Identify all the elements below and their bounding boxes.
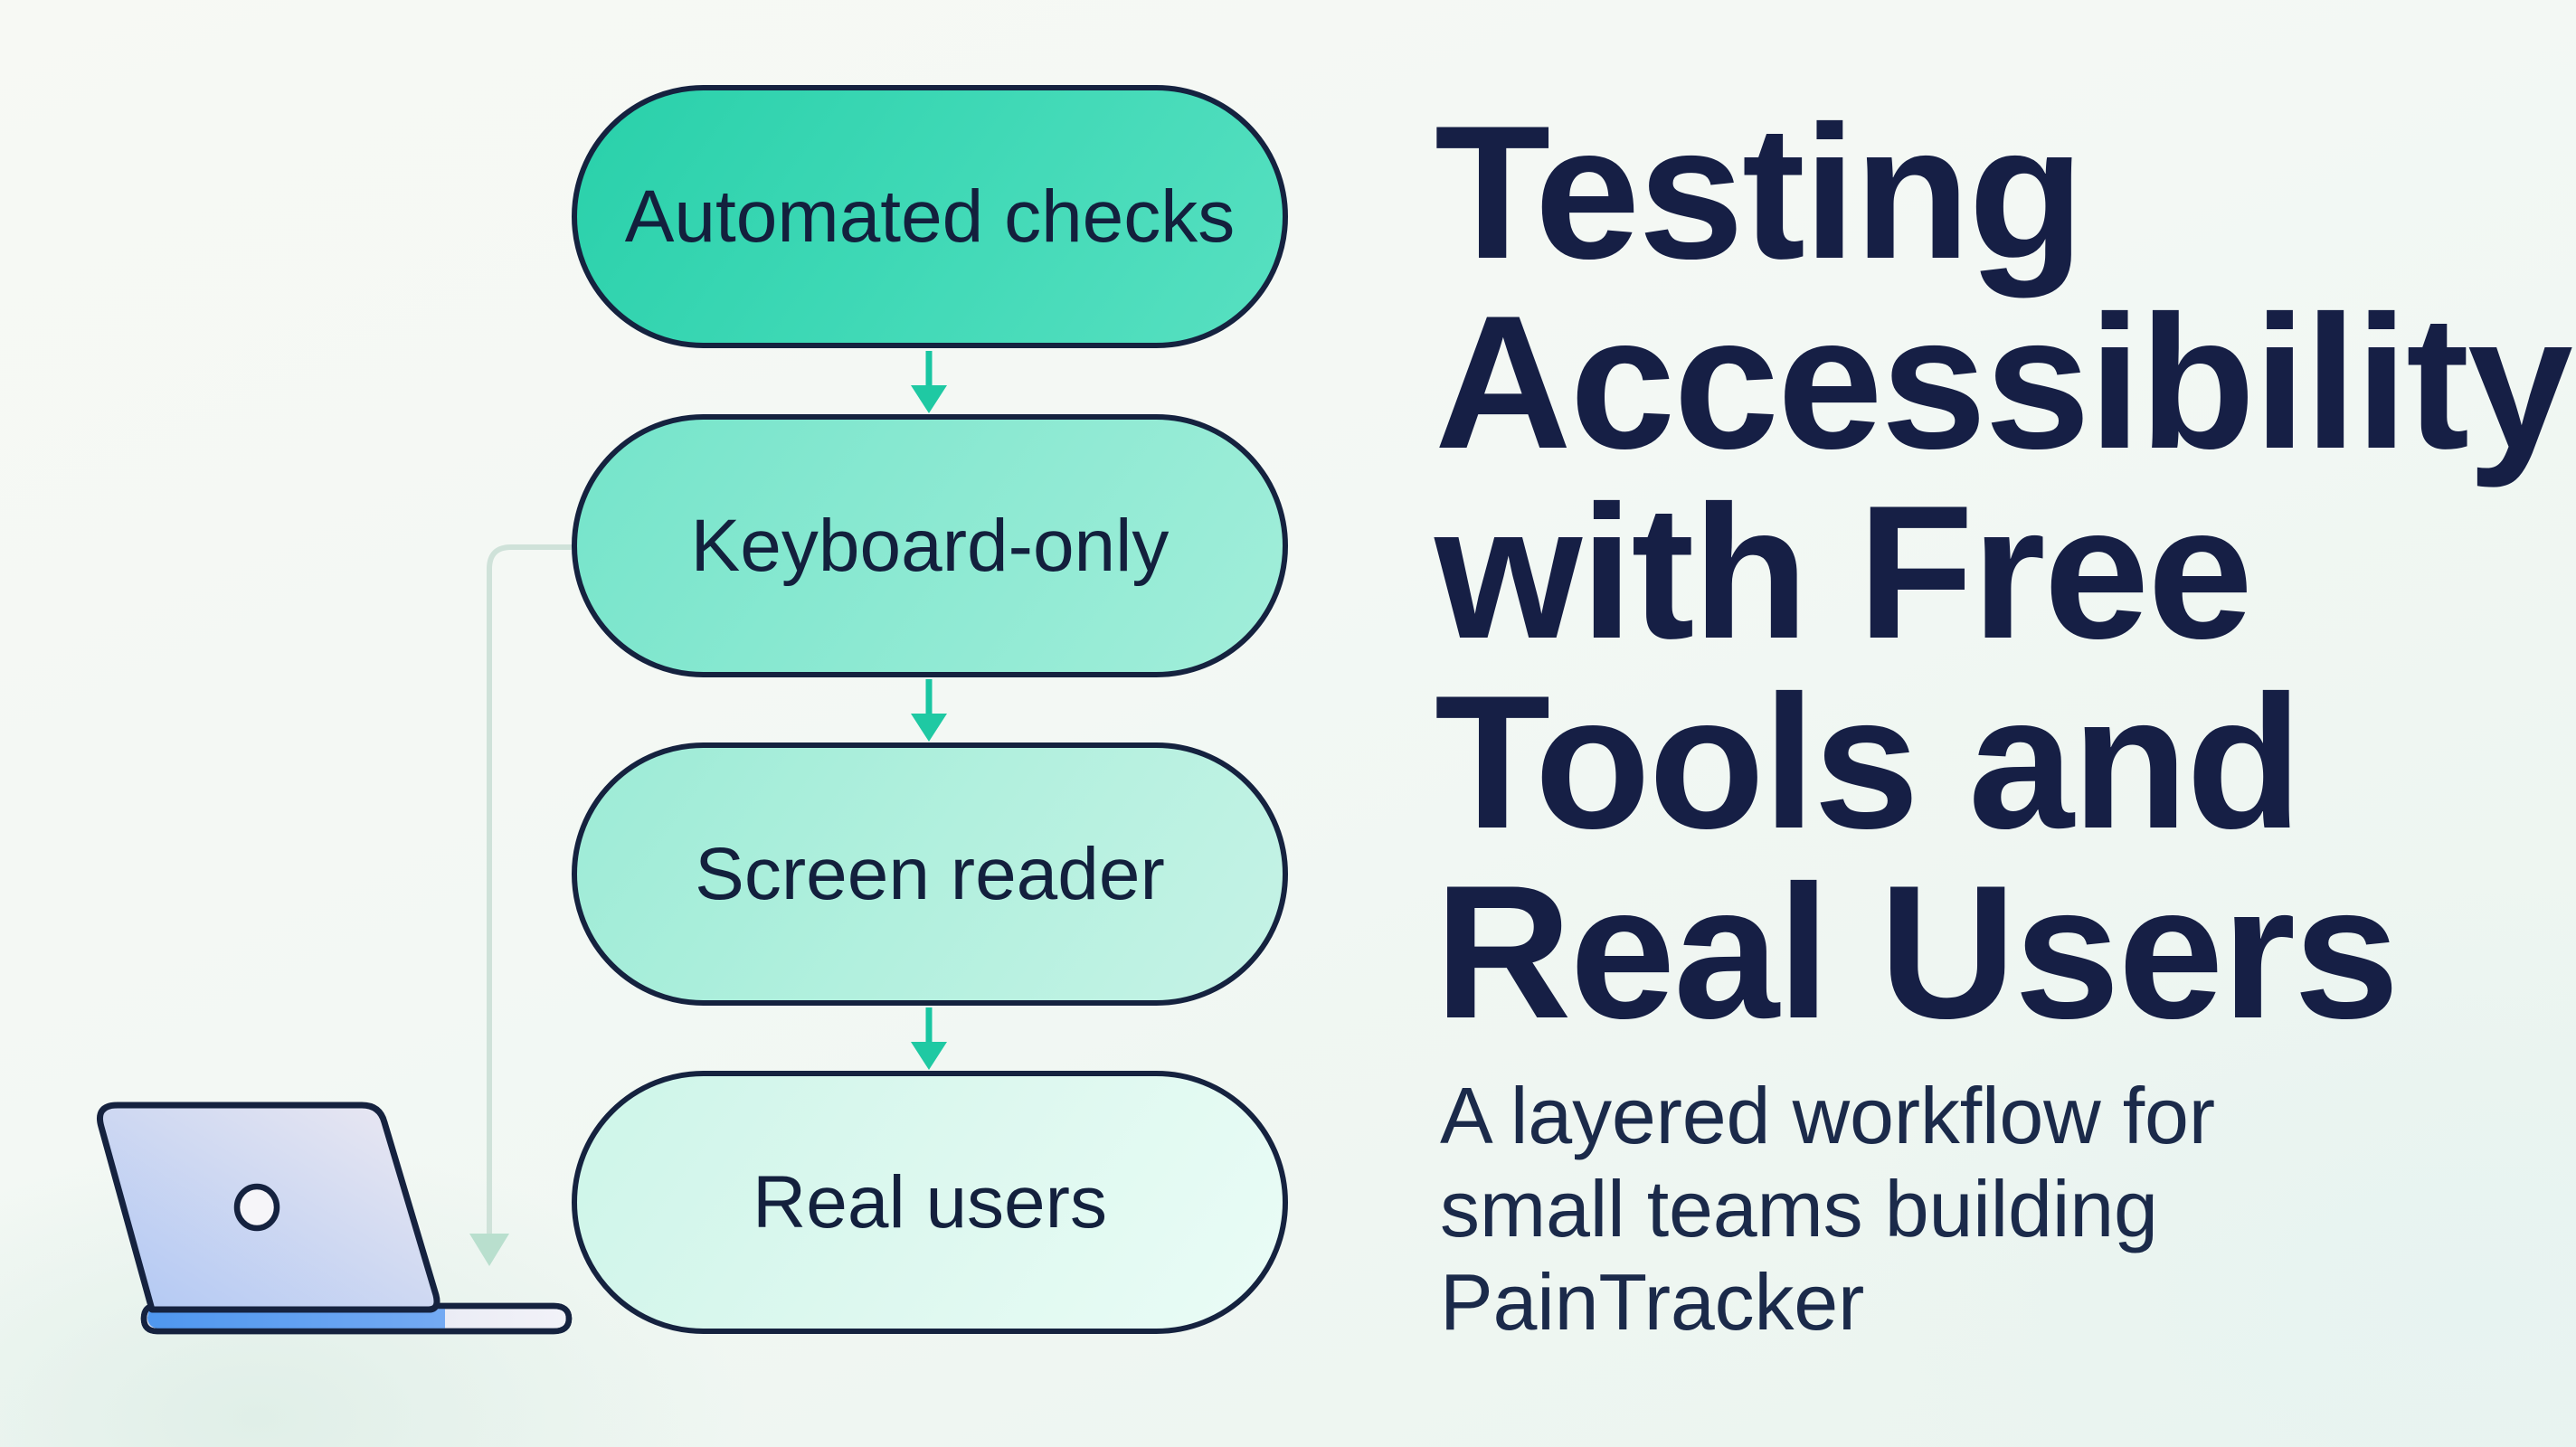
page-title-line: Tools and [1435,656,2302,868]
flow-node-screen-reader: Screen reader [572,742,1288,1006]
laptop-keyboard-bar [147,1309,445,1329]
page-subtitle-line: PainTracker [1440,1257,1865,1347]
page-subtitle-line: small teams building [1440,1164,2158,1253]
page-title-line: Real Users [1435,846,2400,1058]
page-subtitle: A layered workflow for small teams build… [1440,1069,2215,1348]
laptop-illustration [97,1102,573,1335]
teal-arrowhead-icon [911,385,947,413]
edge-screenreader-to-realusers [911,1007,947,1070]
teal-arrowhead-icon [911,714,947,742]
laptop-logo-dot [233,1183,280,1232]
flow-node-real-users: Real users [572,1071,1288,1334]
flow-node-keyboard-only: Keyboard-only [572,414,1288,677]
flow-node-label: Automated checks [624,175,1236,258]
page-title-line: with Free [1435,466,2253,678]
flow-node-automated-checks: Automated checks [572,85,1288,348]
teal-arrowhead-icon [911,1042,947,1070]
flow-node-label: Real users [753,1160,1107,1244]
page-title: Testing Accessibility with Free Tools an… [1435,86,2573,1058]
flow-node-label: Keyboard-only [690,504,1170,587]
page-title-line: Accessibility [1435,276,2573,488]
page-title-line: Testing [1435,86,2085,298]
edge-keyboard-only-to-laptop [469,544,572,1266]
page-subtitle-line: A layered workflow for [1440,1071,2215,1160]
edge-keyboard-to-screenreader [911,679,947,742]
edge-automated-to-keyboard [911,351,947,413]
faint-arrowhead-icon [469,1234,509,1266]
flow-node-label: Screen reader [695,832,1165,915]
